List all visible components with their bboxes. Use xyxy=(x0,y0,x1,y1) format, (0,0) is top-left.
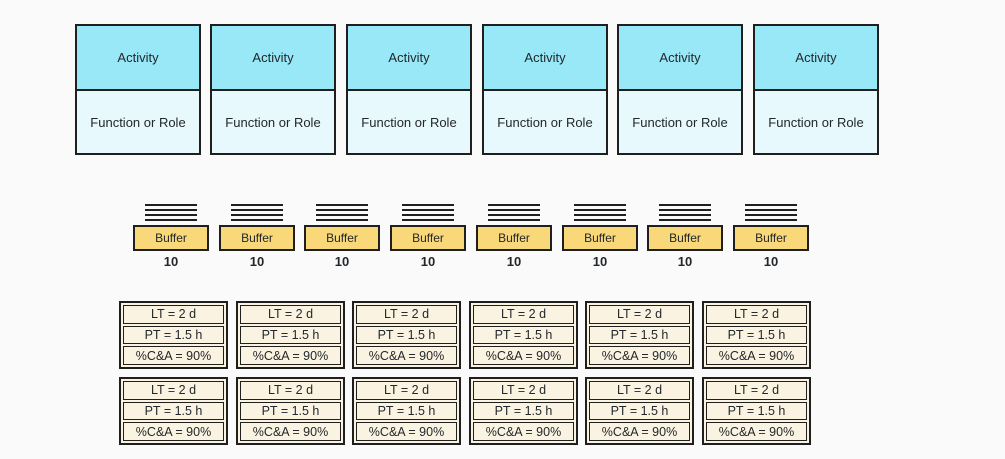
activity-title: Activity xyxy=(484,26,606,91)
buffer-group-3[interactable]: Buffer 10 xyxy=(304,204,380,269)
process-time-value: PT = 1.5 h xyxy=(589,401,690,421)
complete-accurate-value: %C&A = 90% xyxy=(473,346,574,366)
process-time-value: PT = 1.5 h xyxy=(240,325,341,345)
inventory-lines-icon xyxy=(574,204,626,221)
complete-accurate-value: %C&A = 90% xyxy=(123,346,224,366)
activity-card-5[interactable]: Activity Function or Role xyxy=(617,24,743,155)
activity-title: Activity xyxy=(212,26,334,91)
buffer-count: 10 xyxy=(506,254,522,269)
buffer-label: Buffer xyxy=(219,225,295,251)
inventory-lines-icon xyxy=(145,204,197,221)
buffer-count: 10 xyxy=(677,254,693,269)
complete-accurate-value: %C&A = 90% xyxy=(240,346,341,366)
data-box-r2-4[interactable]: LT = 2 d PT = 1.5 h %C&A = 90% xyxy=(469,377,578,445)
inventory-lines-icon xyxy=(231,204,283,221)
complete-accurate-value: %C&A = 90% xyxy=(706,422,807,442)
lead-time-value: LT = 2 d xyxy=(123,381,224,400)
data-box-r1-6[interactable]: LT = 2 d PT = 1.5 h %C&A = 90% xyxy=(702,301,811,369)
inventory-lines-icon xyxy=(659,204,711,221)
activity-title: Activity xyxy=(619,26,741,91)
activity-card-3[interactable]: Activity Function or Role xyxy=(346,24,472,155)
complete-accurate-value: %C&A = 90% xyxy=(589,422,690,442)
process-time-value: PT = 1.5 h xyxy=(240,401,341,421)
buffer-label: Buffer xyxy=(562,225,638,251)
lead-time-value: LT = 2 d xyxy=(240,305,341,324)
buffer-count: 10 xyxy=(592,254,608,269)
complete-accurate-value: %C&A = 90% xyxy=(240,422,341,442)
buffer-group-5[interactable]: Buffer 10 xyxy=(476,204,552,269)
process-time-value: PT = 1.5 h xyxy=(706,401,807,421)
activity-subtitle: Function or Role xyxy=(768,114,864,130)
complete-accurate-value: %C&A = 90% xyxy=(356,346,457,366)
data-box-r2-6[interactable]: LT = 2 d PT = 1.5 h %C&A = 90% xyxy=(702,377,811,445)
data-box-r1-3[interactable]: LT = 2 d PT = 1.5 h %C&A = 90% xyxy=(352,301,461,369)
buffer-count: 10 xyxy=(420,254,436,269)
buffer-label: Buffer xyxy=(476,225,552,251)
lead-time-value: LT = 2 d xyxy=(240,381,341,400)
inventory-lines-icon xyxy=(488,204,540,221)
buffer-group-4[interactable]: Buffer 10 xyxy=(390,204,466,269)
data-box-r2-5[interactable]: LT = 2 d PT = 1.5 h %C&A = 90% xyxy=(585,377,694,445)
activity-subtitle: Function or Role xyxy=(632,114,728,130)
complete-accurate-value: %C&A = 90% xyxy=(473,422,574,442)
activity-subtitle: Function or Role xyxy=(361,114,457,130)
buffer-count: 10 xyxy=(763,254,779,269)
activity-subtitle: Function or Role xyxy=(225,114,321,130)
data-box-r1-4[interactable]: LT = 2 d PT = 1.5 h %C&A = 90% xyxy=(469,301,578,369)
data-box-r2-1[interactable]: LT = 2 d PT = 1.5 h %C&A = 90% xyxy=(119,377,228,445)
process-time-value: PT = 1.5 h xyxy=(473,325,574,345)
buffer-label: Buffer xyxy=(133,225,209,251)
lead-time-value: LT = 2 d xyxy=(589,305,690,324)
lead-time-value: LT = 2 d xyxy=(473,305,574,324)
complete-accurate-value: %C&A = 90% xyxy=(356,422,457,442)
buffer-count: 10 xyxy=(163,254,179,269)
buffer-label: Buffer xyxy=(733,225,809,251)
activity-card-2[interactable]: Activity Function or Role xyxy=(210,24,336,155)
lead-time-value: LT = 2 d xyxy=(356,305,457,324)
complete-accurate-value: %C&A = 90% xyxy=(589,346,690,366)
lead-time-value: LT = 2 d xyxy=(589,381,690,400)
buffer-count: 10 xyxy=(334,254,350,269)
process-time-value: PT = 1.5 h xyxy=(473,401,574,421)
buffer-group-6[interactable]: Buffer 10 xyxy=(562,204,638,269)
data-box-r1-5[interactable]: LT = 2 d PT = 1.5 h %C&A = 90% xyxy=(585,301,694,369)
inventory-lines-icon xyxy=(745,204,797,221)
process-time-value: PT = 1.5 h xyxy=(706,325,807,345)
process-time-value: PT = 1.5 h xyxy=(356,325,457,345)
buffer-group-7[interactable]: Buffer 10 xyxy=(647,204,723,269)
data-box-r2-2[interactable]: LT = 2 d PT = 1.5 h %C&A = 90% xyxy=(236,377,345,445)
complete-accurate-value: %C&A = 90% xyxy=(706,346,807,366)
activity-card-1[interactable]: Activity Function or Role xyxy=(75,24,201,155)
process-time-value: PT = 1.5 h xyxy=(356,401,457,421)
process-time-value: PT = 1.5 h xyxy=(123,325,224,345)
buffer-label: Buffer xyxy=(390,225,466,251)
buffer-group-8[interactable]: Buffer 10 xyxy=(733,204,809,269)
complete-accurate-value: %C&A = 90% xyxy=(123,422,224,442)
inventory-lines-icon xyxy=(316,204,368,221)
buffer-label: Buffer xyxy=(304,225,380,251)
process-time-value: PT = 1.5 h xyxy=(589,325,690,345)
lead-time-value: LT = 2 d xyxy=(473,381,574,400)
buffer-count: 10 xyxy=(249,254,265,269)
activity-subtitle: Function or Role xyxy=(497,114,593,130)
buffer-label: Buffer xyxy=(647,225,723,251)
buffer-group-2[interactable]: Buffer 10 xyxy=(219,204,295,269)
activity-title: Activity xyxy=(348,26,470,91)
buffer-group-1[interactable]: Buffer 10 xyxy=(133,204,209,269)
activity-title: Activity xyxy=(77,26,199,91)
lead-time-value: LT = 2 d xyxy=(356,381,457,400)
activity-card-6[interactable]: Activity Function or Role xyxy=(753,24,879,155)
activity-subtitle: Function or Role xyxy=(90,114,186,130)
lead-time-value: LT = 2 d xyxy=(706,381,807,400)
data-box-r1-1[interactable]: LT = 2 d PT = 1.5 h %C&A = 90% xyxy=(119,301,228,369)
data-box-r2-3[interactable]: LT = 2 d PT = 1.5 h %C&A = 90% xyxy=(352,377,461,445)
lead-time-value: LT = 2 d xyxy=(706,305,807,324)
process-time-value: PT = 1.5 h xyxy=(123,401,224,421)
data-box-r1-2[interactable]: LT = 2 d PT = 1.5 h %C&A = 90% xyxy=(236,301,345,369)
activity-title: Activity xyxy=(755,26,877,91)
lead-time-value: LT = 2 d xyxy=(123,305,224,324)
inventory-lines-icon xyxy=(402,204,454,221)
activity-card-4[interactable]: Activity Function or Role xyxy=(482,24,608,155)
